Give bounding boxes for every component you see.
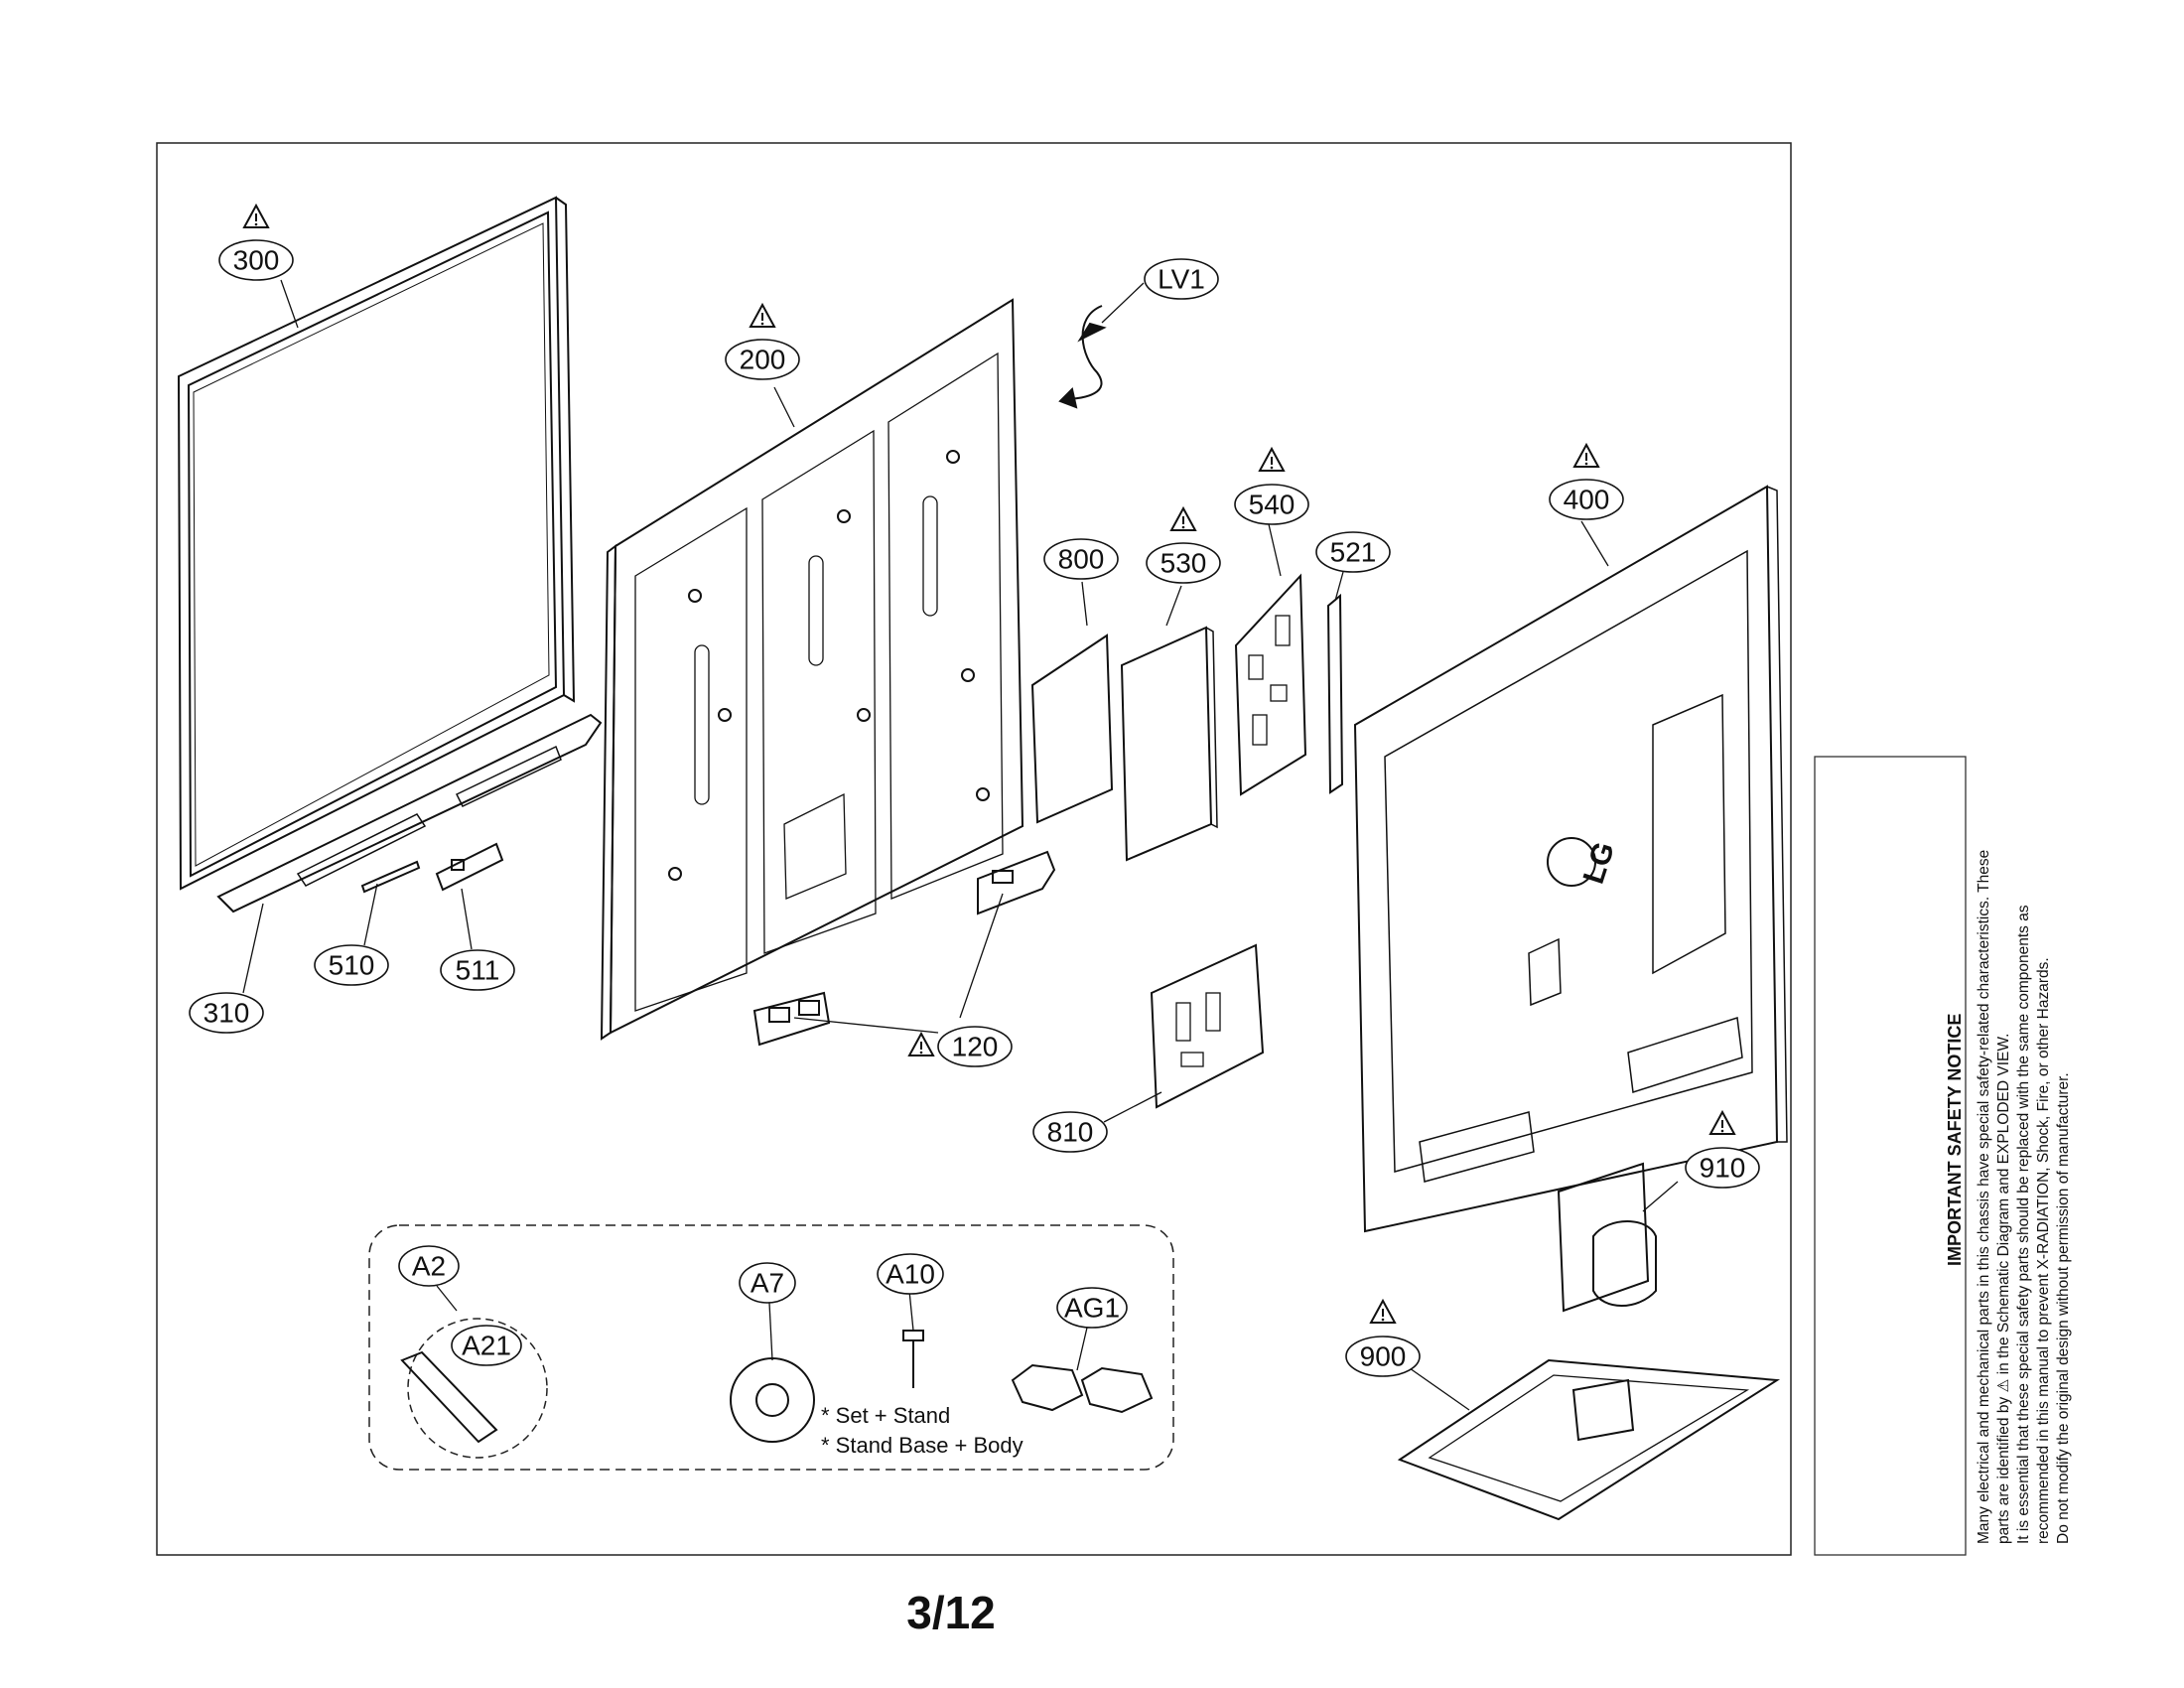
safety-notice-line-4: recommended in this manual to prevent X-… bbox=[2035, 957, 2052, 1544]
label-a7: A7 bbox=[751, 1268, 784, 1299]
warning-triangle-icon bbox=[750, 304, 775, 328]
label-910: 910 bbox=[1700, 1153, 1746, 1184]
label-810: 810 bbox=[1047, 1117, 1094, 1148]
safety-notice-line-2: parts are identified by ⚠ in the Schemat… bbox=[1995, 1034, 2012, 1544]
bottom-bracket-310 bbox=[216, 713, 603, 914]
accessories-box bbox=[368, 1224, 1174, 1471]
page-number: 3/12 bbox=[906, 1587, 996, 1638]
label-300: 300 bbox=[233, 245, 280, 276]
panel-frame-300 bbox=[177, 196, 576, 891]
warning-triangle-icon bbox=[1573, 444, 1599, 468]
warning-triangle-icon bbox=[1370, 1300, 1396, 1324]
sheet-800 bbox=[1030, 633, 1114, 824]
warning-triangle-icon bbox=[908, 1033, 934, 1056]
label-120: 120 bbox=[952, 1032, 999, 1062]
label-511: 511 bbox=[456, 955, 500, 986]
label-200: 200 bbox=[740, 345, 786, 375]
rear-cover-400 bbox=[1353, 485, 1788, 1233]
warning-triangle-icon bbox=[1170, 507, 1196, 531]
safety-notice-box bbox=[1814, 756, 1967, 1556]
label-530: 530 bbox=[1160, 548, 1207, 579]
main-board-540 bbox=[1234, 573, 1307, 796]
warning-triangle-icon bbox=[1709, 1111, 1735, 1135]
label-521: 521 bbox=[1330, 537, 1377, 568]
label-a2: A2 bbox=[412, 1251, 446, 1282]
label-a21: A21 bbox=[462, 1331, 511, 1361]
board-530 bbox=[1120, 626, 1218, 862]
lg-logo-text: LG bbox=[1577, 838, 1621, 888]
detail-circle-a2 bbox=[407, 1318, 548, 1459]
stand-base-900 bbox=[1397, 1358, 1781, 1521]
warning-triangle-icon bbox=[1259, 448, 1285, 472]
bracket-810 bbox=[1150, 943, 1265, 1109]
label-400: 400 bbox=[1564, 485, 1610, 515]
safety-notice-title: IMPORTANT SAFETY NOTICE bbox=[1945, 1014, 1965, 1266]
speaker-120-upper bbox=[977, 850, 1056, 915]
label-310: 310 bbox=[204, 998, 250, 1029]
speaker-120-lower bbox=[752, 991, 831, 1047]
warning-triangle-icon bbox=[243, 205, 269, 228]
leader-lines bbox=[242, 279, 1679, 1411]
stand-cover-a21 bbox=[400, 1350, 498, 1444]
label-a10: A10 bbox=[886, 1259, 935, 1290]
label-800: 800 bbox=[1058, 544, 1105, 575]
safety-notice-line-3: It is essential that these special safet… bbox=[2015, 905, 2032, 1544]
label-lv1: LV1 bbox=[1158, 264, 1205, 295]
label-510: 510 bbox=[329, 950, 375, 981]
accessory-note-stand-base-body: * Stand Base + Body bbox=[821, 1433, 1024, 1458]
lv1-cable bbox=[1058, 305, 1107, 409]
board-521 bbox=[1326, 593, 1344, 794]
safety-notice: IMPORTANT SAFETY NOTICE Many electrical … bbox=[1945, 850, 2072, 1544]
label-ovals bbox=[189, 239, 1760, 1377]
stand-neck-910 bbox=[1557, 1162, 1657, 1313]
cable-510 bbox=[360, 860, 421, 894]
board-511 bbox=[435, 842, 504, 892]
wheel-a7 bbox=[730, 1357, 815, 1443]
glasses-ag1 bbox=[1011, 1363, 1154, 1414]
safety-notice-line-1: Many electrical and mechanical parts in … bbox=[1976, 850, 1992, 1544]
label-540: 540 bbox=[1249, 490, 1296, 520]
diagram-frame bbox=[156, 142, 1792, 1556]
label-900: 900 bbox=[1360, 1341, 1407, 1372]
safety-notice-line-5: Do not modify the original design withou… bbox=[2055, 1072, 2072, 1544]
label-ag1: AG1 bbox=[1064, 1293, 1120, 1324]
chassis-200 bbox=[600, 298, 1024, 1041]
screw-a10 bbox=[902, 1330, 924, 1388]
accessory-note-set-stand: * Set + Stand bbox=[821, 1403, 950, 1428]
